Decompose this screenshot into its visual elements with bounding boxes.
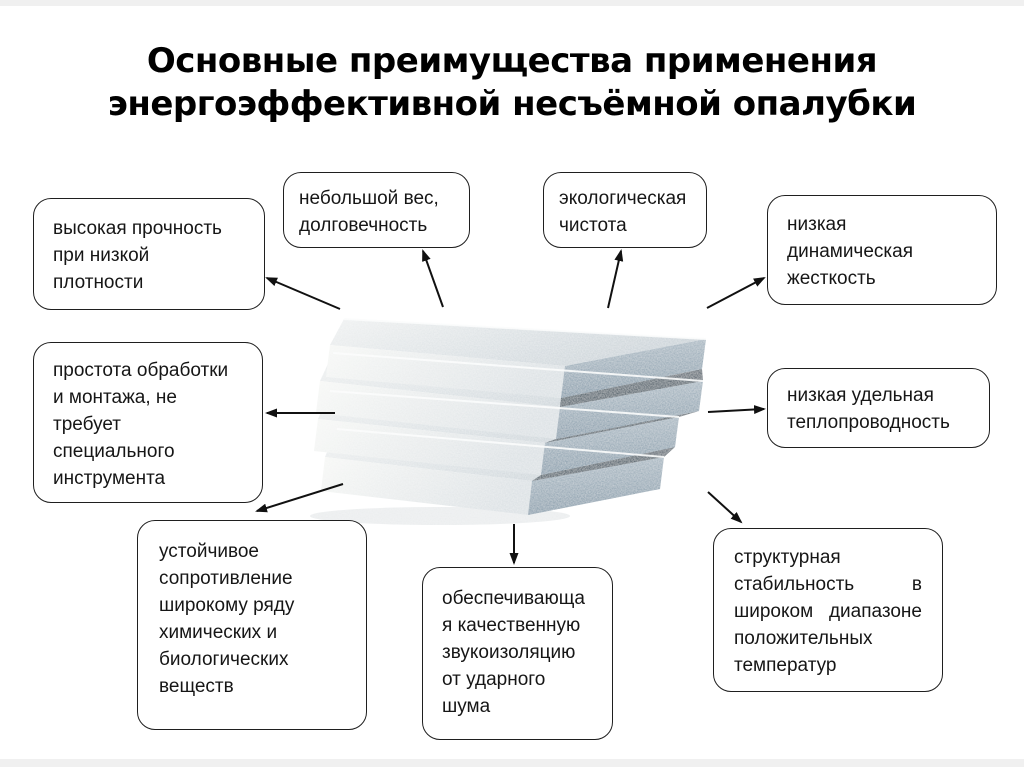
- benefit-box-strength-density: высокая прочность при низкой плотности: [33, 198, 265, 310]
- benefit-box-structural-stability: структурная стабильность в широком диапа…: [713, 528, 943, 692]
- text-line: сопротивление: [159, 568, 293, 589]
- text-line: от ударного: [442, 669, 546, 690]
- text-line: долговечность: [299, 215, 428, 236]
- benefit-box-dynamic-stiffness: низкая динамическая жесткость: [767, 195, 997, 305]
- text-line: специального: [53, 441, 175, 462]
- text-line: широкому ряду: [159, 595, 295, 616]
- text-line: простота обработки: [53, 360, 229, 381]
- text-line: шума: [442, 696, 491, 717]
- text-line: низкая удельная: [787, 385, 934, 406]
- text-line: я качественную: [442, 615, 581, 636]
- arrow-to-chemical-resistance: [255, 483, 344, 513]
- slide-bottom-edge: [0, 759, 1024, 767]
- slab-gap-shadow-2: [545, 411, 699, 443]
- text-paragraph: структурная стабильность в широком диапа…: [734, 547, 922, 676]
- title-line-1: Основные преимущества применения: [146, 41, 878, 81]
- text-line: обеспечивающа: [442, 588, 585, 609]
- title-line-2: энергоэффективной несъёмной опалубки: [107, 84, 917, 124]
- text-line: теплопроводность: [787, 412, 950, 433]
- text-line: экологическая: [559, 188, 687, 209]
- page-title: Основные преимущества применения энергоэ…: [0, 40, 1024, 126]
- text-line: высокая прочность: [53, 218, 222, 239]
- text-line: требует: [53, 414, 122, 435]
- text-line: при низкой: [53, 245, 150, 266]
- text-line: плотности: [53, 272, 144, 293]
- text-line: инструмента: [53, 468, 166, 489]
- foam-slab-2: [316, 353, 703, 439]
- text-line: звукоизоляцию: [442, 642, 576, 663]
- connector-arrows: [255, 249, 766, 565]
- text-line: динамическая: [787, 241, 913, 262]
- slab-gap-shadow-1: [560, 369, 703, 407]
- arrow-to-structural-stability: [707, 491, 743, 524]
- text-line: химических и: [159, 622, 278, 643]
- text-line: низкая: [787, 214, 847, 235]
- foam-slab-3: [314, 391, 679, 475]
- text-line: небольшой вес,: [299, 188, 439, 209]
- benefit-box-thermal-conductivity: низкая удельная теплопроводность: [767, 368, 990, 448]
- text-line: жесткость: [787, 268, 876, 289]
- text-line: биологических: [159, 649, 289, 670]
- benefit-box-weight-durability: небольшой вес, долговечность: [283, 172, 470, 248]
- benefit-box-easy-processing: простота обработки и монтажа, не требует…: [33, 342, 263, 503]
- text-line: устойчивое: [159, 541, 259, 562]
- arrow-to-weight-durability: [422, 249, 444, 308]
- slab-gap-shadow-3: [532, 447, 675, 481]
- foam-stack-illustration: [310, 318, 707, 525]
- text-line: веществ: [159, 676, 234, 697]
- arrow-to-thermal-conductivity: [707, 405, 766, 415]
- arrow-to-strength-density: [265, 277, 341, 310]
- slide-top-edge: [0, 0, 1024, 6]
- arrow-to-eco-purity: [607, 249, 624, 309]
- text-line: чистота: [559, 215, 627, 236]
- slab-edge-highlights: [329, 318, 707, 458]
- benefit-box-eco-purity: экологическая чистота: [543, 172, 707, 248]
- arrow-to-dynamic-stiffness: [706, 277, 766, 309]
- text-line: и монтажа, не: [53, 387, 177, 408]
- foam-slab-4: [321, 429, 664, 515]
- benefit-box-sound-insulation: обеспечивающа я качественную звукоизоляц…: [422, 567, 613, 740]
- foam-slab-1: [326, 319, 706, 398]
- benefit-box-chemical-resistance: устойчивое сопротивление широкому ряду х…: [137, 520, 367, 730]
